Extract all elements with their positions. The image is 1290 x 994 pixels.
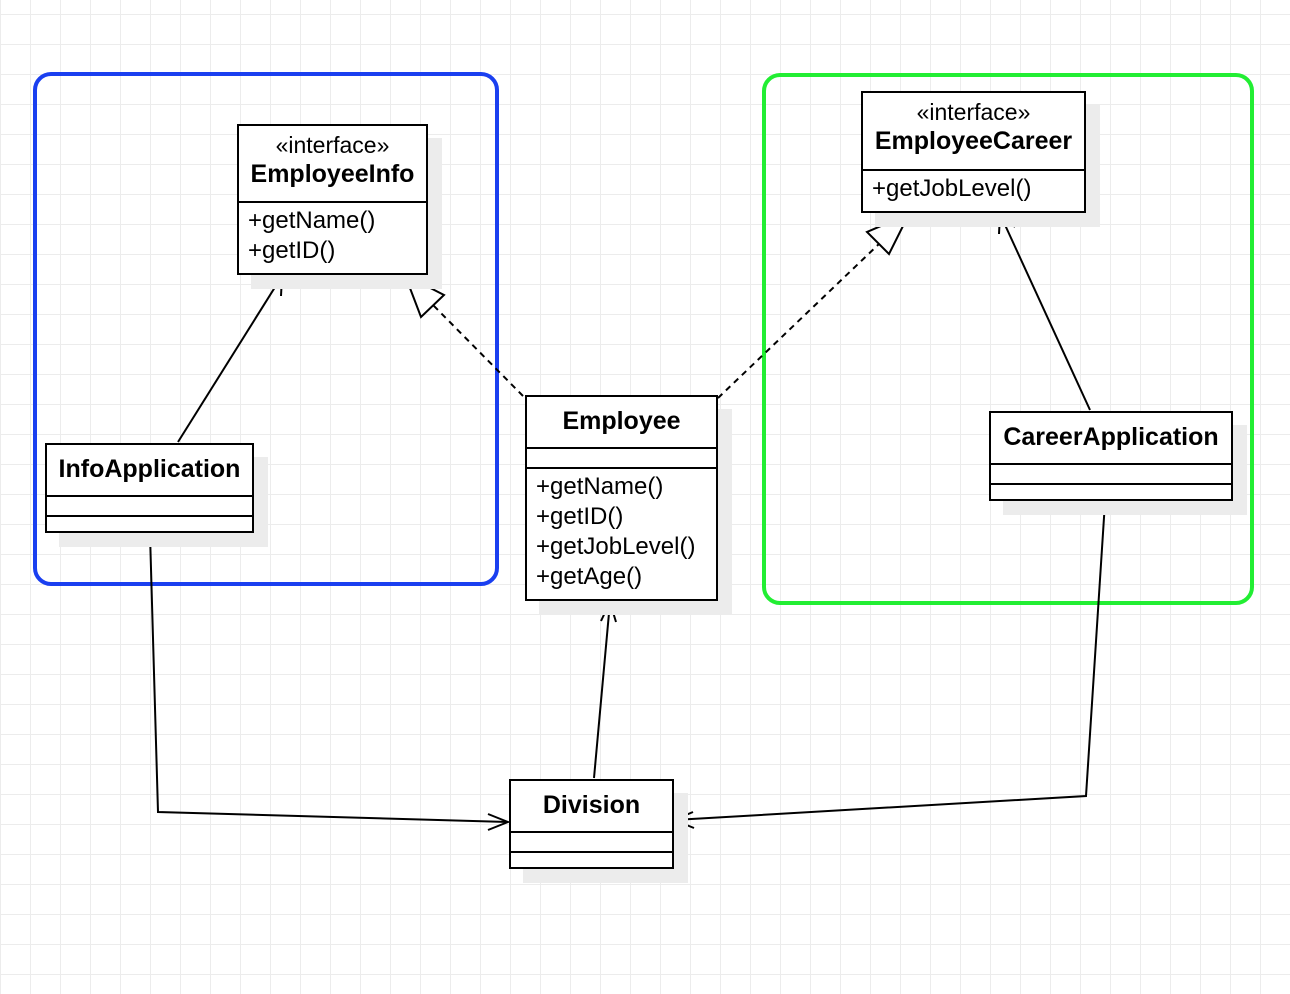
info-application-class[interactable]: InfoApplication [45,443,254,533]
class-name: Division [542,791,641,819]
class-name: Employee [562,407,681,435]
edge-infoapplication-to-employeeinfo [177,274,284,443]
employee-class[interactable]: Employee +getName() +getID() +getJobLeve… [525,395,718,601]
edge-employee-realizes-employeeinfo [403,272,524,397]
attributes-section [991,465,1231,485]
attributes-section [47,497,252,517]
class-header: «interface» EmployeeInfo [239,126,426,203]
career-application-class[interactable]: CareerApplication [989,411,1233,501]
attributes-section [527,449,716,469]
edge-employee-realizes-employeecareer [717,212,912,399]
stereotype-label: «interface» [275,132,390,158]
operation: +getJobLevel() [536,533,696,560]
operations-section: +getJobLevel() [863,171,1084,204]
operations-section: +getName() +getID() [239,203,426,266]
class-name: EmployeeInfo [250,160,415,188]
operation: +getID() [248,237,336,264]
edge-careerapplication-to-division [671,501,1106,829]
employee-career-interface[interactable]: «interface» EmployeeCareer +getJobLevel(… [861,91,1086,213]
info-group-frame [33,72,499,586]
class-name: EmployeeCareer [874,127,1073,155]
operation: +getAge() [536,563,643,590]
class-header: Division [511,781,672,833]
employee-info-interface[interactable]: «interface» EmployeeInfo +getName() +get… [237,124,428,275]
operation: +getJobLevel() [872,175,1032,202]
operation: +getID() [536,503,624,530]
stereotype-label: «interface» [916,99,1031,125]
edge-careerapplication-to-employeecareer [998,211,1091,411]
class-header: «interface» EmployeeCareer [863,93,1084,171]
division-class[interactable]: Division [509,779,674,869]
edge-infoapplication-to-division [149,533,511,831]
career-group-frame [762,73,1254,605]
operation: +getName() [248,207,376,234]
class-header: InfoApplication [47,445,252,497]
operation: +getName() [536,473,664,500]
class-header: CareerApplication [991,413,1231,465]
operations-section: +getName() +getID() +getJobLevel() +getA… [527,469,716,592]
edge-division-to-employee [593,599,617,779]
attributes-section [511,833,672,853]
class-header: Employee [527,397,716,449]
class-name: InfoApplication [58,455,241,483]
class-name: CareerApplication [1003,423,1219,451]
